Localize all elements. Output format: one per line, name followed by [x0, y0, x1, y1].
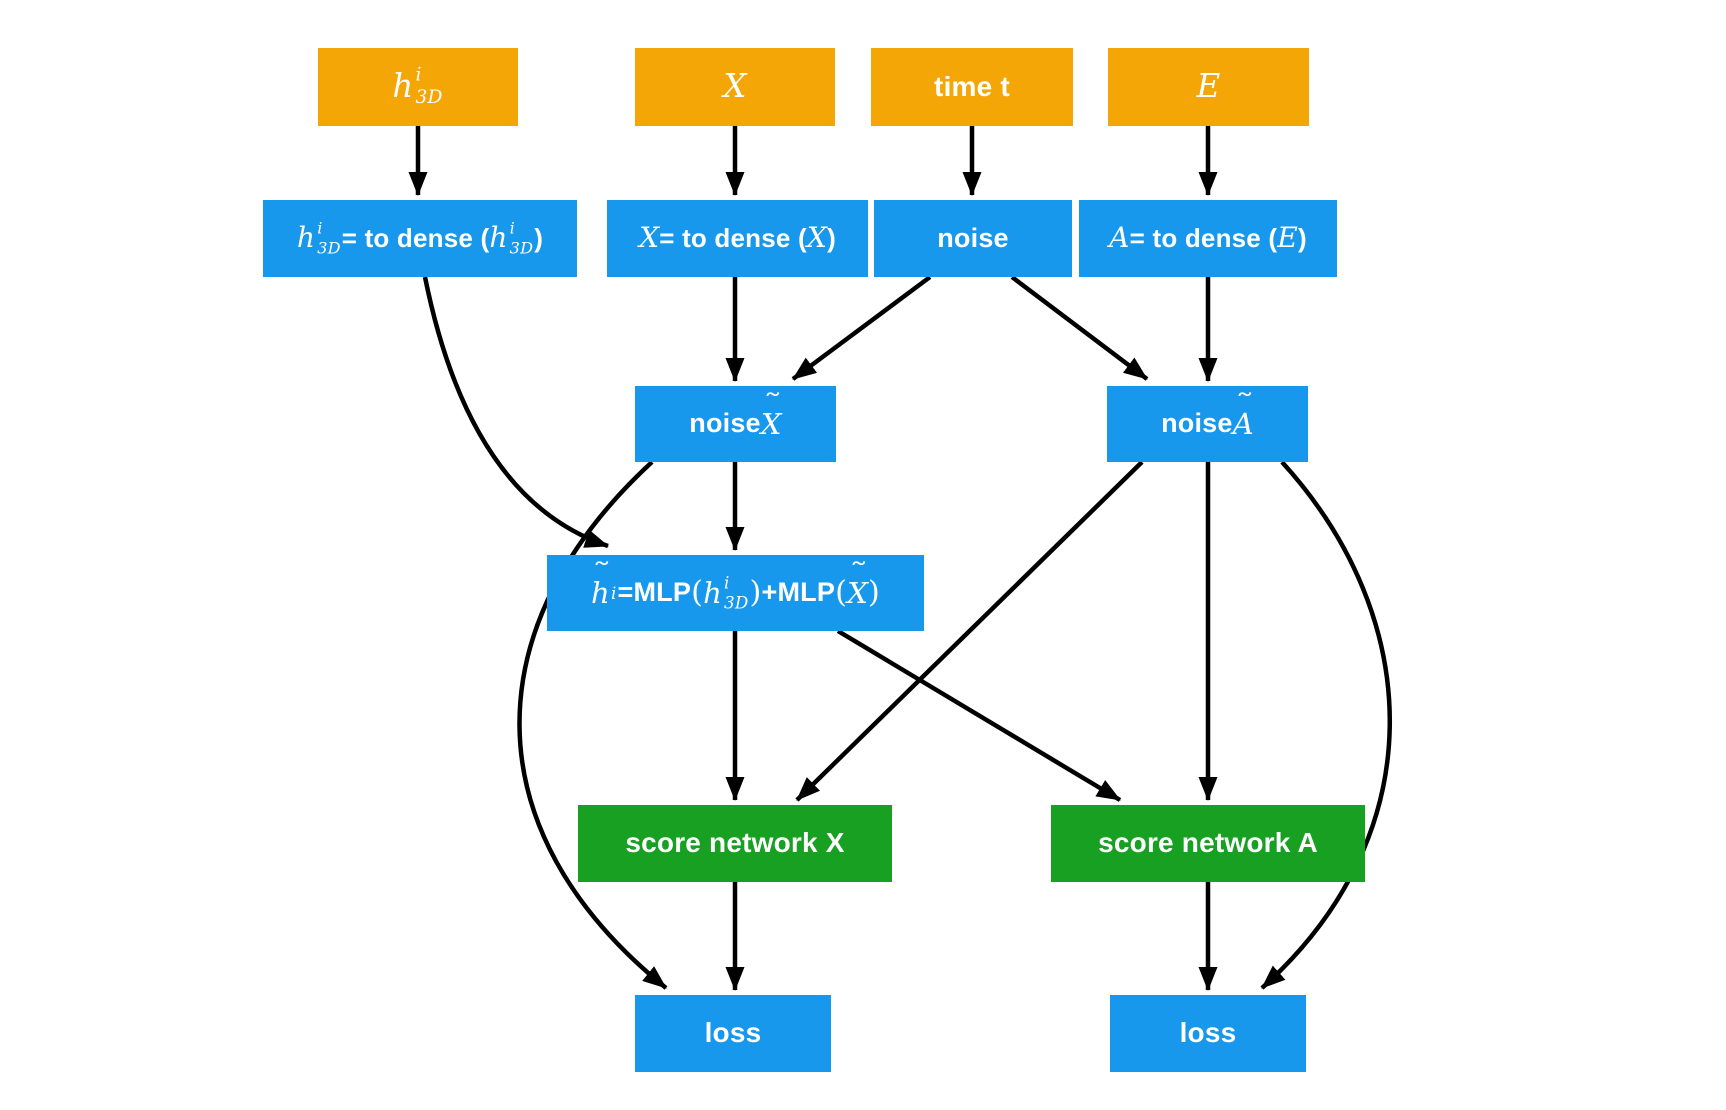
node-loss-a: loss	[1110, 995, 1306, 1072]
edge-mlp-to-score-a	[836, 629, 1122, 802]
label-text: (	[691, 575, 704, 611]
tilde-accent: ˜	[848, 558, 869, 589]
label-text: time t	[934, 70, 1010, 102]
node-noisy-x: noise X˜	[635, 386, 836, 462]
math-var: A	[1232, 406, 1254, 441]
edge-noisy-a-to-loss-a	[1260, 460, 1392, 990]
label-text: loss	[1179, 1017, 1237, 1049]
edge-noise-op-to-noisy-a	[1010, 275, 1149, 381]
node-dense-a: A = to dense (E)	[1079, 200, 1337, 277]
math-var-tilde: h˜	[590, 560, 611, 610]
math-var: h	[489, 221, 508, 255]
math-var: h	[296, 221, 316, 255]
math-var: X	[639, 221, 660, 255]
math-var: E	[1196, 67, 1221, 106]
label-text: (	[835, 575, 848, 611]
math-var: h	[392, 67, 414, 106]
label-text: noise	[937, 222, 1009, 253]
label-text: score network A	[1098, 827, 1318, 859]
node-input-x: X	[635, 48, 835, 126]
node-input-e: E	[1108, 48, 1309, 126]
math-var: X	[847, 575, 869, 610]
math-var: h	[703, 575, 723, 610]
math-var: h	[590, 575, 610, 610]
subscript: 3D	[724, 592, 749, 613]
label-text: = to dense (	[1129, 223, 1278, 254]
superscript: i	[724, 572, 730, 593]
superscript: i	[317, 219, 323, 239]
node-noise-op: noise	[874, 200, 1072, 277]
math-var-tilde: X˜	[760, 391, 782, 441]
tilde-accent: ˜	[762, 389, 783, 420]
subscript: 3D	[317, 238, 341, 258]
node-score-a: score network A	[1051, 805, 1365, 882]
node-dense-x: X = to dense (X)	[607, 200, 868, 277]
tilde-accent: ˜	[1234, 389, 1255, 420]
node-noisy-a: noise A˜	[1107, 386, 1308, 462]
label-text: )	[868, 575, 881, 611]
label-text: )	[534, 223, 544, 254]
superscript: i	[610, 582, 617, 603]
edge-noise-op-to-noisy-x	[791, 275, 932, 381]
subscript: 3D	[415, 86, 443, 108]
math-var: X	[806, 221, 828, 255]
math-var-tilde: A˜	[1232, 391, 1255, 441]
math-var: X	[723, 67, 747, 106]
superscript: i	[415, 64, 422, 86]
label-text: MLP	[777, 577, 836, 608]
label-text: )	[1297, 223, 1307, 254]
edge-noisy-x-to-loss-x	[517, 460, 668, 990]
tilde-accent: ˜	[591, 558, 612, 589]
label-text: noise	[689, 408, 761, 439]
label-text: noise	[1161, 408, 1233, 439]
label-text: )	[749, 575, 762, 611]
node-score-x: score network X	[578, 805, 892, 882]
label-text: = to dense (	[341, 223, 490, 254]
label-text: +	[761, 577, 778, 608]
math-var-tilde: X˜	[847, 560, 869, 610]
label-text: )	[827, 223, 836, 254]
label-text: MLP	[633, 577, 692, 608]
math-var: E	[1277, 221, 1298, 255]
math-var: A	[1109, 221, 1130, 255]
edge-noisy-a-to-score-x	[795, 460, 1144, 802]
superscript: i	[509, 219, 516, 239]
label-text: = to dense (	[659, 223, 807, 254]
node-input-time: time t	[871, 48, 1073, 126]
label-text: =	[617, 577, 634, 608]
label-text: score network X	[625, 827, 845, 859]
node-loss-x: loss	[635, 995, 831, 1072]
math-var: X	[760, 406, 782, 441]
label-text: loss	[704, 1017, 762, 1049]
subscript: 3D	[509, 238, 534, 258]
edge-dense-h3d-to-mlp	[422, 276, 609, 549]
